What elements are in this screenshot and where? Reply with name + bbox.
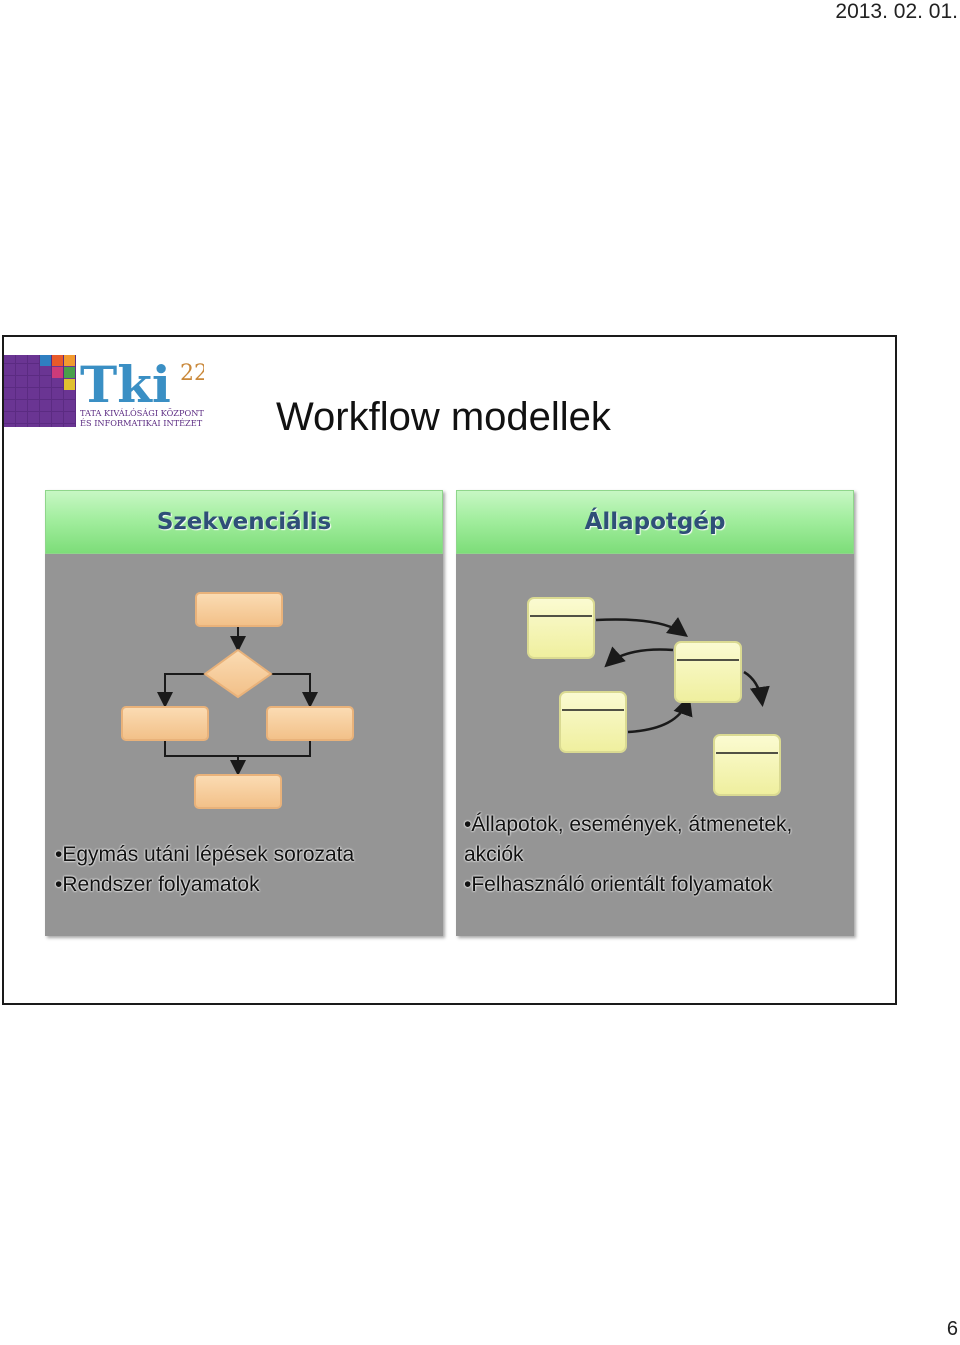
panel-state-machine: Állapotgép [456, 490, 854, 936]
logo-line1: TATA KIVÁLÓSÁGI KÖZPONT [80, 408, 204, 418]
sequential-bullets: Egymás utáni lépések sorozata Rendszer f… [55, 840, 440, 900]
bullet-item: Állapotok, események, átmenetek, akciók [464, 810, 849, 870]
state-box [674, 641, 742, 703]
page-date: 2013. 02. 01. [835, 0, 958, 23]
tki-logo: Tki 22 TATA KIVÁLÓSÁGI KÖZPONT ÉS INFORM… [4, 355, 204, 428]
state-machine-bullets: Állapotok, események, átmenetek, akciók … [464, 810, 849, 900]
flow-step-left [121, 706, 209, 741]
flow-step-start [195, 592, 283, 627]
state-machine-diagram [527, 597, 781, 796]
page-number: 6 [946, 1318, 958, 1340]
bullet-item: Egymás utáni lépések sorozata [55, 840, 440, 870]
panel-sequential: Szekvenciális [45, 490, 443, 936]
panel-header-sequential: Szekvenciális [45, 490, 443, 554]
state-box [713, 734, 781, 796]
logo-line2: ÉS INFORMATIKAI INTÉZET [80, 418, 203, 428]
slide-title: Workflow modellek [276, 395, 611, 439]
flow-decision [203, 648, 273, 699]
bullet-item: Felhasználó orientált folyamatok [464, 870, 849, 900]
panel-header-state-machine: Állapotgép [456, 490, 854, 554]
state-box [559, 691, 627, 753]
state-box [527, 597, 595, 659]
logo-brand: Tki [80, 355, 171, 414]
flow-step-end [194, 774, 282, 809]
logo-digits: 22 [180, 361, 204, 386]
bullet-item: Rendszer folyamatok [55, 870, 440, 900]
flow-step-right [266, 706, 354, 741]
sequential-flowchart [121, 592, 354, 809]
slide: Tki 22 TATA KIVÁLÓSÁGI KÖZPONT ÉS INFORM… [2, 335, 897, 1005]
panel-heading: Szekvenciális [156, 509, 332, 535]
panel-heading: Állapotgép [584, 509, 726, 535]
